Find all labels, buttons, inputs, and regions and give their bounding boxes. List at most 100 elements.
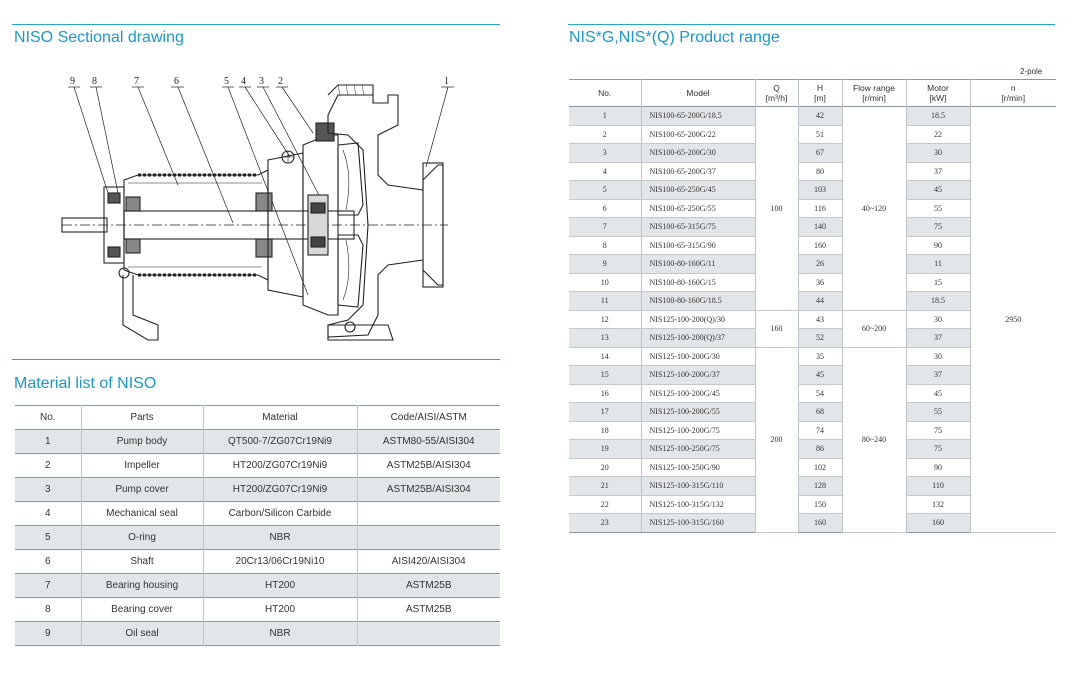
cell-part: Pump body [80, 429, 203, 454]
cell-model: NIS100-65-250G/45 [640, 180, 755, 200]
cell-no: 2 [44, 460, 51, 471]
cell-no: 23 [569, 513, 641, 533]
col-header-h: H[m] [797, 79, 842, 107]
cell-motor: 75 [905, 439, 970, 459]
cell-h: 74 [797, 421, 842, 440]
cell-no: 22 [569, 495, 641, 514]
cell-no: 20 [569, 458, 641, 477]
cell-no: 9 [15, 621, 81, 646]
cell-motor: 30 [905, 143, 970, 163]
cell-code: ASTM80-55/AISI304 [356, 429, 500, 454]
cell-no: 11 [569, 291, 641, 311]
cell-motor: 37 [905, 365, 970, 385]
cell-no: 6 [569, 199, 641, 218]
materials-title-rule [12, 359, 500, 360]
callout-8: 8 [92, 76, 97, 87]
cell-no: 6 [44, 556, 51, 567]
col-header-motor: Motor[kW] [905, 79, 970, 107]
cell-no: 1 [569, 106, 641, 126]
cell-no: 7 [15, 573, 81, 598]
products-title: NIS*G,NIS*(Q) Product range [569, 29, 780, 46]
cell-h: 43 [797, 310, 842, 329]
cell-part: Oil seal [80, 621, 203, 646]
col-header-parts: Parts [80, 405, 203, 430]
cell-h: 160 [797, 513, 842, 533]
cell-motor: 75 [905, 217, 970, 237]
callout-leaders [68, 86, 454, 296]
cell-part: Bearing cover [80, 597, 203, 622]
cell-model: NIS100-65-315G/75 [640, 217, 755, 237]
cell-model: NIS125-100-200(Q)/37 [640, 328, 755, 348]
cell-model: NIS100-65-200G/37 [640, 162, 755, 181]
sectional-title-rule [12, 24, 500, 25]
cell-no: 8 [44, 604, 51, 615]
cell-h: 150 [797, 495, 842, 514]
cell-motor: 11 [905, 254, 970, 274]
cell-no: 13 [569, 328, 641, 348]
cell-h: 80 [797, 162, 842, 181]
cell-motor: 18.5 [905, 106, 970, 126]
product-table-header: No. Model Q[m³/h] H[m] Flow range[r/min]… [569, 79, 1056, 107]
callout-6: 6 [174, 76, 179, 87]
cell-h: 128 [797, 476, 842, 496]
cell-no: 16 [569, 384, 641, 403]
callout-7: 7 [134, 76, 139, 87]
cell-model: NIS100-65-250G/55 [640, 199, 755, 218]
materials-title: Material list of NISO [14, 375, 157, 392]
cell-motor: 15 [905, 273, 970, 292]
cell-flow-range: 60~200 [841, 310, 906, 348]
cell-no: 8 [569, 236, 641, 255]
cell-model: NIS125-100-200G/45 [640, 384, 755, 403]
cell-h: 52 [797, 328, 842, 348]
cell-motor: 55 [905, 199, 970, 218]
cell-model: NIS125-100-200(Q)/30 [640, 310, 755, 329]
cell-model: NIS100-80-160G/18.5 [640, 291, 755, 311]
cell-h: 51 [797, 125, 842, 144]
cell-no: 9 [569, 254, 641, 274]
cell-no: 4 [44, 508, 51, 519]
cell-motor: 90 [905, 236, 970, 255]
cell-model: NIS100-65-200G/18.5 [640, 106, 755, 126]
cell-code: ASTM25B [356, 597, 500, 622]
cell-material: 20Cr13/06Cr19Ni10 [202, 549, 357, 574]
cell-no: 12 [569, 310, 641, 329]
callout-4: 4 [241, 76, 246, 87]
cell-no: 15 [569, 365, 641, 385]
cell-motor: 37 [905, 328, 970, 348]
cell-motor: 90 [905, 458, 970, 477]
cell-part: Shaft [80, 549, 203, 574]
pump-sectional-drawing: 9 8 7 6 5 4 3 2 1 [61, 76, 454, 341]
cell-motor: 55 [905, 402, 970, 422]
col-header-code: Code/AISI/ASTM [356, 405, 500, 430]
cell-no: 5 [569, 180, 641, 200]
material-table-header: No. Parts Material Code/AISI/ASTM [15, 405, 500, 430]
cell-model: NIS100-65-200G/22 [640, 125, 755, 144]
cell-motor: 132 [905, 495, 970, 514]
